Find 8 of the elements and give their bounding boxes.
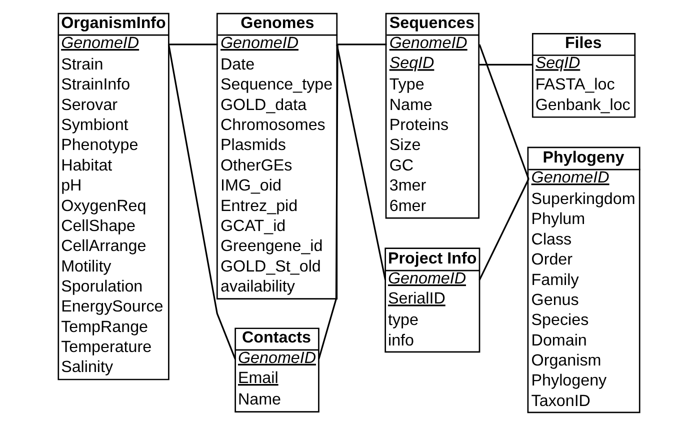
connector <box>318 44 338 360</box>
connector <box>336 44 386 280</box>
connector <box>168 44 236 360</box>
connector <box>168 44 218 46</box>
connector <box>480 64 533 66</box>
connector <box>478 178 530 280</box>
connector <box>336 44 387 46</box>
connector <box>478 44 530 180</box>
